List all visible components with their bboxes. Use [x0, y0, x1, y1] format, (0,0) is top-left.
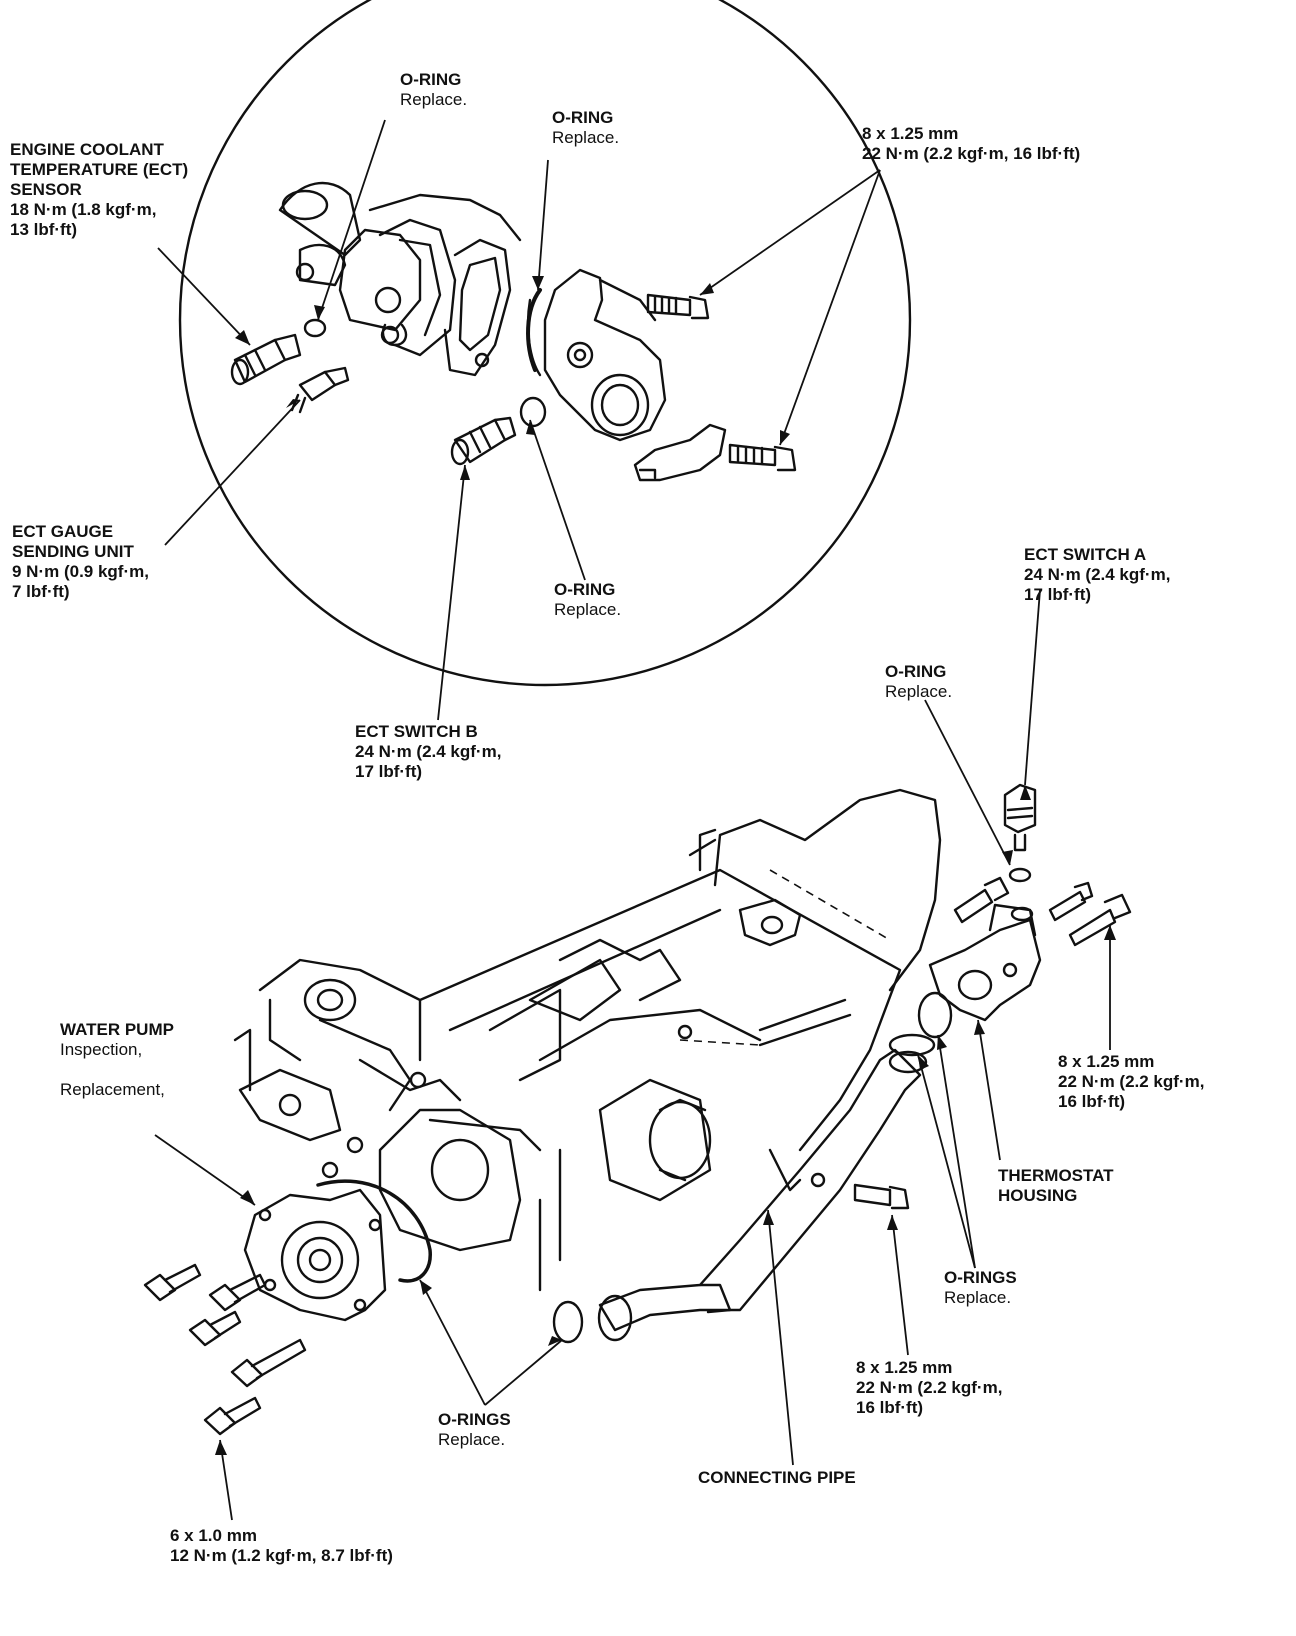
label-bolt-thermostat: 8 x 1.25 mm 22 N·m (2.2 kgf·m, 16 lbf·ft…: [1058, 1052, 1204, 1112]
detail-bolt-upper: [646, 293, 710, 320]
pipe-bolt: [810, 1172, 910, 1210]
label-water-pump: WATER PUMP Inspection, Replacement,: [60, 1020, 174, 1100]
detail-bolt-lower: [728, 443, 797, 472]
pipe-oring-upper: [888, 1033, 936, 1057]
label-ect-switch-b: ECT SWITCH B 24 N·m (2.4 kgf·m, 17 lbf·f…: [355, 722, 501, 782]
label-oring-right-note: Replace.: [885, 682, 953, 701]
label-oring-top-left: O-RING Replace.: [400, 70, 467, 110]
label-orings-bottom-title: O-RINGS: [438, 1410, 511, 1429]
label-oring-right-title: O-RING: [885, 662, 947, 681]
label-ect-sensor-spec-2: 13 lbf·ft): [10, 220, 78, 239]
label-orings-bottom-note: Replace.: [438, 1430, 506, 1449]
label-ect-switch-b-spec-2: 17 lbf·ft): [355, 762, 423, 781]
label-thermostat-housing-2: HOUSING: [998, 1186, 1078, 1205]
label-ect-switch-a-title: ECT SWITCH A: [1024, 545, 1147, 564]
label-ect-switch-b-title: ECT SWITCH B: [355, 722, 478, 741]
detail-ect-sensor: [230, 333, 302, 386]
label-water-pump-note-2: Replacement,: [60, 1080, 165, 1099]
label-water-pump-note-1: Inspection,: [60, 1040, 143, 1059]
pipe-oring-lower: [552, 1300, 584, 1344]
water-pump-oring: [316, 1179, 432, 1283]
label-ect-gauge-spec-1: 9 N·m (0.9 kgf·m,: [12, 562, 149, 581]
detail-circle: [178, 0, 912, 687]
pump-bolts: [143, 1263, 307, 1436]
engine-dashed-line: [769, 869, 891, 941]
label-oring-circle-bottom-note: Replace.: [554, 600, 622, 619]
connecting-pipe: [597, 1048, 928, 1342]
leader-lines: [154, 119, 1111, 1521]
engine-dashed-line-lower: [679, 1039, 761, 1046]
label-bolt-top-right-size: 8 x 1.25 mm: [862, 124, 959, 143]
label-bolt-thermostat-size: 8 x 1.25 mm: [1058, 1052, 1155, 1071]
label-ect-sensor-title-2: TEMPERATURE (ECT): [10, 160, 189, 179]
label-oring-circle-bottom-title: O-RING: [554, 580, 616, 599]
thermostat-housing: [928, 903, 1042, 1022]
label-bolt-top-right: 8 x 1.25 mm 22 N·m (2.2 kgf·m, 16 lbf·ft…: [862, 124, 1080, 164]
detail-oring-gasket: [526, 288, 542, 372]
label-bolt-pipe-spec-1: 22 N·m (2.2 kgf·m,: [856, 1378, 1003, 1397]
ect-switch-a: [1003, 783, 1037, 852]
engine-assembly: [233, 788, 942, 1292]
label-ect-gauge-title-2: SENDING UNIT: [12, 542, 134, 561]
label-ect-gauge-title-1: ECT GAUGE: [12, 522, 114, 541]
detail-engine-block: [278, 181, 522, 377]
label-orings-right-note: Replace.: [944, 1288, 1012, 1307]
label-oring-top-mid-note: Replace.: [552, 128, 620, 147]
label-orings-right-title: O-RINGS: [944, 1268, 1017, 1287]
label-oring-top-left-note: Replace.: [400, 90, 468, 109]
label-oring-top-mid-title: O-RING: [552, 108, 614, 127]
label-bolt-pipe-size: 8 x 1.25 mm: [856, 1358, 953, 1377]
label-thermostat-housing: THERMOSTAT HOUSING: [998, 1166, 1114, 1206]
label-ect-gauge-spec-2: 7 lbf·ft): [12, 582, 70, 601]
label-bolt-pipe: 8 x 1.25 mm 22 N·m (2.2 kgf·m, 16 lbf·ft…: [856, 1358, 1002, 1418]
detail-oring-switch-b: [519, 396, 547, 428]
label-oring-top-left-title: O-RING: [400, 70, 462, 89]
label-oring-circle-bottom: O-RING Replace.: [554, 580, 621, 620]
label-bolt-pump-torque: 12 N·m (1.2 kgf·m, 8.7 lbf·ft): [170, 1546, 393, 1565]
detail-thermostat-housing: [526, 268, 667, 442]
label-ect-sensor-title-3: SENSOR: [10, 180, 82, 199]
label-orings-right: O-RINGS Replace.: [944, 1268, 1017, 1308]
label-bolt-pump: 6 x 1.0 mm 12 N·m (1.2 kgf·m, 8.7 lbf·ft…: [170, 1526, 393, 1566]
detail-ect-gauge: [290, 366, 350, 414]
label-ect-switch-a-spec-1: 24 N·m (2.4 kgf·m,: [1024, 565, 1171, 584]
label-ect-gauge: ECT GAUGE SENDING UNIT 9 N·m (0.9 kgf·m,…: [12, 522, 149, 602]
water-pump: [243, 1188, 387, 1322]
label-oring-right: O-RING Replace.: [885, 662, 952, 702]
label-bolt-pipe-spec-2: 16 lbf·ft): [856, 1398, 924, 1417]
label-ect-switch-a: ECT SWITCH A 24 N·m (2.4 kgf·m, 17 lbf·f…: [1024, 545, 1170, 605]
detail-oring-sensor: [303, 318, 327, 338]
label-ect-switch-a-spec-2: 17 lbf·ft): [1024, 585, 1092, 604]
thermostat-bolts: [953, 876, 1132, 947]
label-bolt-pump-size: 6 x 1.0 mm: [170, 1526, 257, 1545]
label-thermostat-housing-1: THERMOSTAT: [998, 1166, 1114, 1185]
arrowheads: [215, 276, 1116, 1455]
label-ect-sensor: ENGINE COOLANT TEMPERATURE (ECT) SENSOR …: [10, 140, 188, 240]
label-water-pump-title: WATER PUMP: [60, 1020, 174, 1039]
label-oring-top-mid: O-RING Replace.: [552, 108, 619, 148]
label-bolt-thermostat-spec-1: 22 N·m (2.2 kgf·m,: [1058, 1072, 1205, 1091]
label-connecting-pipe: CONNECTING PIPE: [698, 1468, 856, 1488]
label-ect-sensor-title-1: ENGINE COOLANT: [10, 140, 164, 159]
label-ect-switch-b-spec-1: 24 N·m (2.4 kgf·m,: [355, 742, 502, 761]
label-ect-sensor-spec-1: 18 N·m (1.8 kgf·m,: [10, 200, 157, 219]
thermostat-oring: [917, 991, 953, 1039]
ect-switch-a-oring: [1008, 867, 1032, 883]
detail-ect-switch-b: [450, 416, 517, 466]
label-connecting-pipe-title: CONNECTING PIPE: [698, 1468, 856, 1487]
label-bolt-thermostat-spec-2: 16 lbf·ft): [1058, 1092, 1126, 1111]
detail-bracket: [633, 423, 727, 482]
label-bolt-top-right-torque: 22 N·m (2.2 kgf·m, 16 lbf·ft): [862, 144, 1081, 163]
label-orings-bottom: O-RINGS Replace.: [438, 1410, 511, 1450]
